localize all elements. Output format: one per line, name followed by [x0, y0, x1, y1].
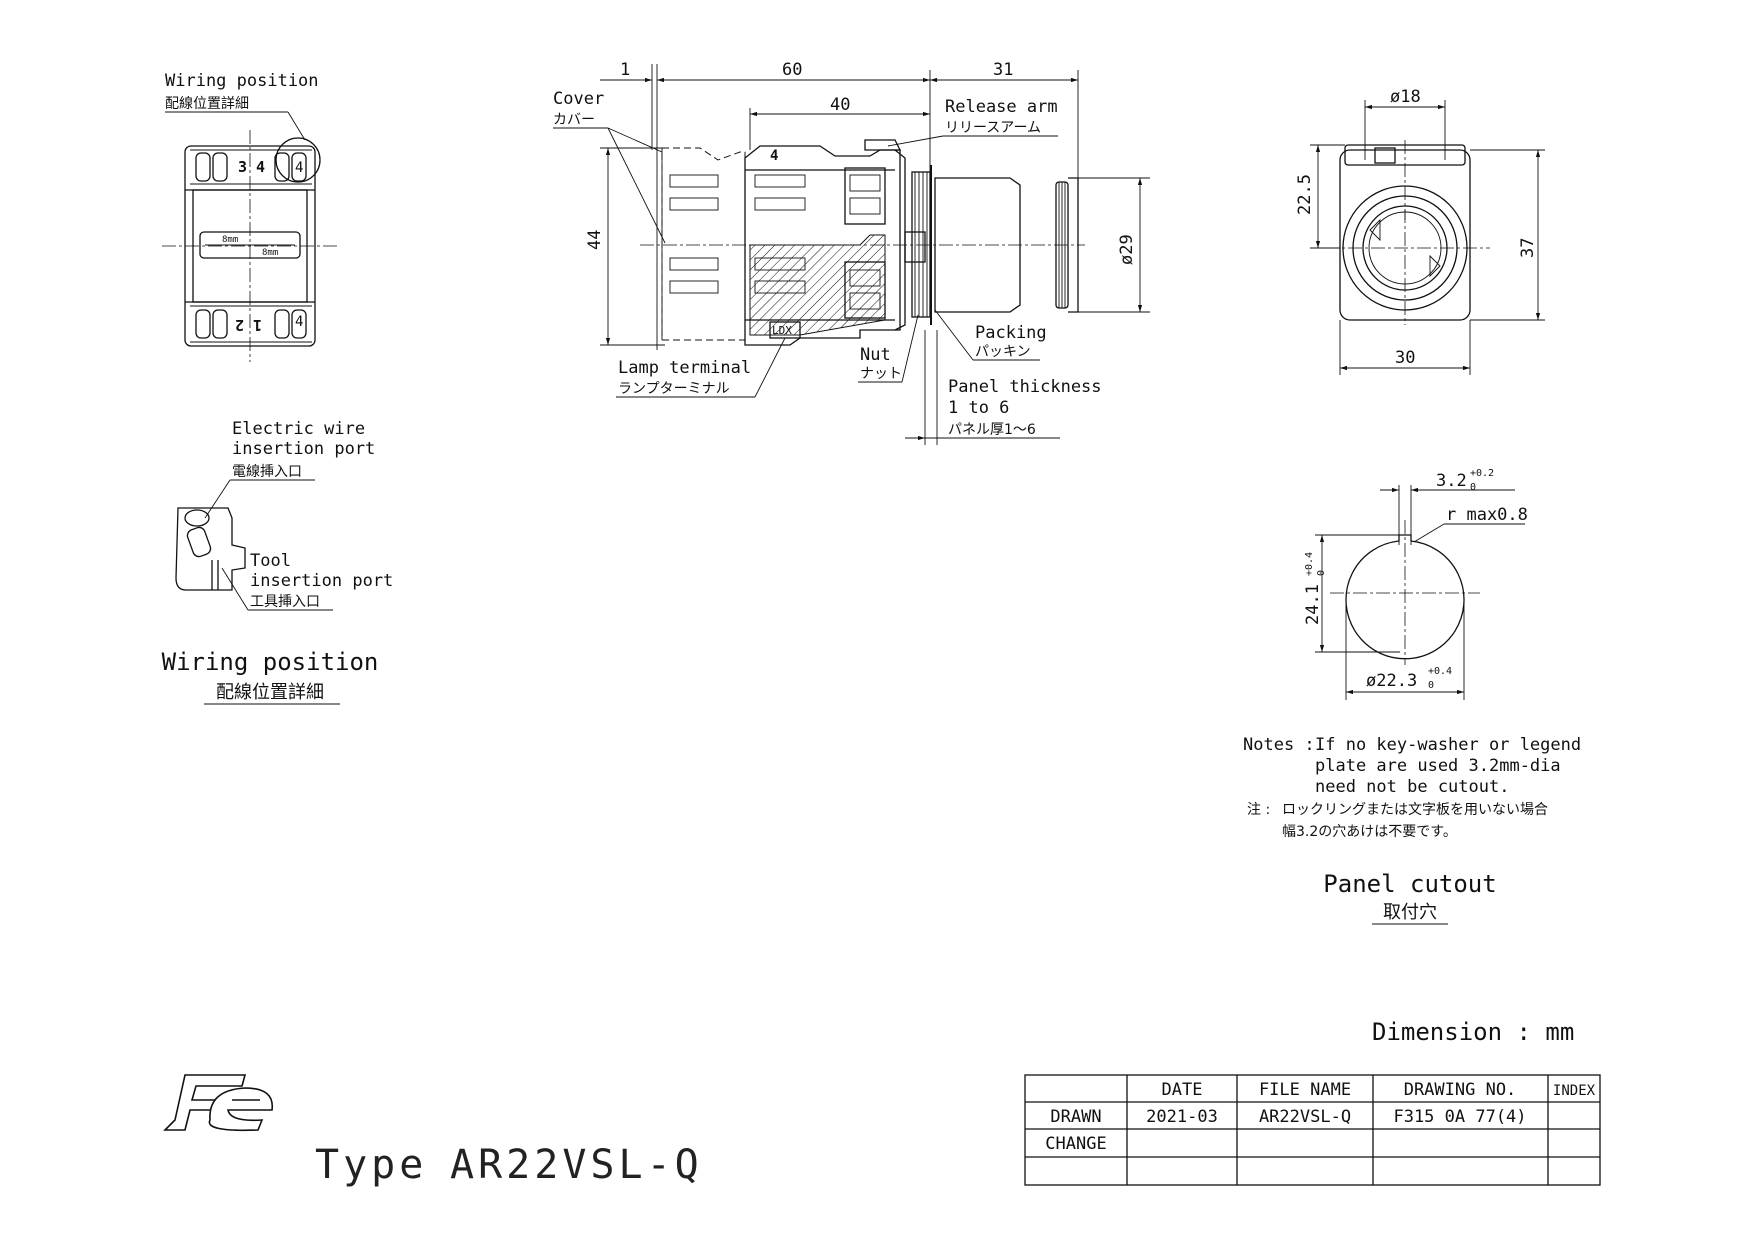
lamp-terminal-label: Lamp terminal [618, 358, 751, 378]
wire-insertion-port [184, 509, 210, 527]
wiring-detail: Wiring position 配線位置詳細 3 4 [162, 71, 340, 362]
notes-line-3: need not be cutout. [1315, 777, 1509, 797]
body-mark: 4 [770, 148, 778, 164]
front-dim-offset: 22.5 [1295, 174, 1315, 215]
dim-cover: 1 [620, 60, 630, 80]
panel-cutout: 3.2 +0.2 0 r max0.8 24.1 +0.4 0 ø22.3 +0… [1243, 468, 1581, 925]
terminal-block-outline [175, 507, 246, 591]
cutout-diameter: ø22.3 [1366, 671, 1417, 691]
dim-body: 40 [830, 95, 850, 115]
notes-line-1: If no key-washer or legend [1315, 735, 1581, 755]
cutout-height-tol-zero: 0 [1316, 570, 1327, 576]
cutout-hole [1345, 534, 1465, 660]
tool-label-2: insertion port [250, 571, 393, 591]
row-drawn-drawing-no: F315 0A 77(4) [1393, 1107, 1526, 1127]
nut-label: Nut [860, 345, 891, 365]
panel-thickness-label-1: Panel thickness [948, 377, 1102, 397]
cutout-height-tol-plus: +0.4 [1304, 552, 1315, 576]
tool-insertion-port [186, 526, 212, 558]
cutout-key-tol-zero: 0 [1470, 482, 1476, 493]
wiring-position-label-jp: 配線位置詳細 [165, 96, 249, 112]
fuji-logo [163, 1074, 274, 1132]
dim-button-diameter: ø29 [1117, 234, 1137, 265]
terminal-numbers-bottom: 1 2 [235, 316, 262, 334]
button-head [934, 177, 1021, 313]
wiring-position-caption-jp: 配線位置詳細 [216, 682, 324, 703]
release-arm-label: Release arm [945, 97, 1058, 117]
cutout-key-width: 3.2 [1436, 471, 1467, 491]
dimension-unit: Dimension : mm [1372, 1018, 1574, 1046]
front-dim-diameter: ø18 [1390, 87, 1421, 107]
side-mark-top: 4 [295, 160, 303, 176]
front-dim-height: 37 [1518, 238, 1538, 258]
dim-height: 44 [585, 230, 605, 250]
notes-jp-label: 注 : [1247, 802, 1270, 818]
panel-cutout-caption-jp: 取付穴 [1383, 902, 1437, 923]
row-drawn-file: AR22VSL-Q [1259, 1107, 1351, 1127]
size-tag-2: 8mm [262, 248, 278, 258]
packing-label-jp: パッキン [975, 344, 1031, 360]
tool-label-1: Tool [250, 551, 291, 571]
wiring-position-caption: Wiring position [162, 648, 379, 676]
wiring-detail-callout-circle [275, 137, 321, 183]
body-outline [744, 145, 901, 346]
th-file-name: FILE NAME [1259, 1080, 1351, 1100]
lamp-terminal-hatch [749, 234, 886, 336]
cutout-diameter-tol-zero: 0 [1428, 680, 1434, 691]
type-label: Type [315, 1142, 427, 1188]
lamp-mark: LDX [772, 324, 792, 337]
lamp-terminal-label-jp: ランプターミナル [618, 381, 730, 397]
dim-front: 31 [993, 60, 1013, 80]
size-tag-1: 8mm [222, 235, 238, 245]
panel-thickness-label-2: 1 to 6 [948, 398, 1009, 418]
model-name: AR22VSL-Q [450, 1142, 703, 1188]
title-block: DATE FILE NAME DRAWING NO. INDEX DRAWN 2… [1024, 1074, 1601, 1186]
release-arm [864, 139, 902, 151]
electric-wire-label-2: insertion port [232, 439, 375, 459]
dim-overall: 60 [782, 60, 802, 80]
th-drawing-no: DRAWING NO. [1404, 1080, 1517, 1100]
cutout-diameter-tol-plus: +0.4 [1428, 666, 1452, 677]
th-date: DATE [1162, 1080, 1203, 1100]
th-index: INDEX [1553, 1083, 1596, 1099]
cover-label-jp: カバー [553, 112, 595, 128]
side-view: 1 60 31 40 44 4 LDX [553, 60, 1150, 445]
notes-jp-line-1: ロックリングまたは文字板を用いない場合 [1282, 802, 1548, 818]
port-detail: Electric wire insertion port 電線挿入口 Tool … [162, 419, 393, 705]
cover-label: Cover [553, 89, 604, 109]
row-change-label: CHANGE [1045, 1134, 1106, 1154]
cutout-key-tol-plus: +0.2 [1470, 468, 1494, 479]
cover-outline [661, 147, 746, 341]
wiring-position-label: Wiring position [165, 71, 319, 91]
notes-jp-line-2: 幅3.2の穴あけは不要です。 [1282, 824, 1457, 840]
front-view: ø18 22.5 37 30 [1295, 87, 1545, 375]
row-drawn-label: DRAWN [1050, 1107, 1101, 1127]
notes-line-2: plate are used 3.2mm-dia [1315, 756, 1561, 776]
panel-cutout-caption: Panel cutout [1323, 870, 1496, 898]
cutout-height: 24.1 [1303, 584, 1323, 625]
release-arm-label-jp: リリースアーム [945, 120, 1041, 136]
panel-thickness-label-jp: パネル厚1～6 [948, 422, 1036, 438]
nut-label-jp: ナット [860, 366, 902, 382]
tool-label-jp: 工具挿入口 [250, 594, 320, 610]
cutout-corner-radius: r max0.8 [1446, 505, 1528, 525]
packing-label: Packing [975, 323, 1047, 343]
electric-wire-label-1: Electric wire [232, 419, 365, 439]
row-drawn-date: 2021-03 [1146, 1107, 1218, 1127]
notes-label: Notes : [1243, 735, 1315, 755]
terminal-numbers-top: 3 4 [238, 158, 265, 176]
electric-wire-label-jp: 電線挿入口 [232, 464, 302, 480]
front-dim-width: 30 [1395, 348, 1415, 368]
side-mark-bottom: 4 [295, 314, 303, 330]
